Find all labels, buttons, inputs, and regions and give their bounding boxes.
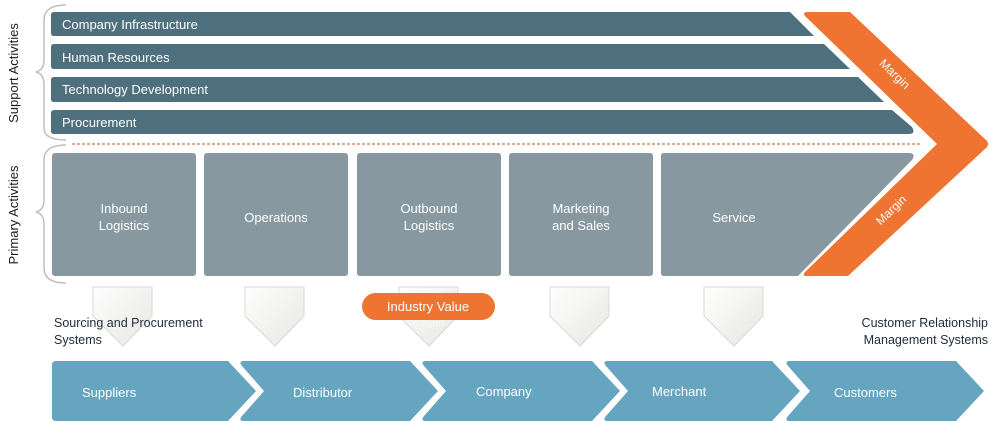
chain-stage-merchant: Merchant [604,361,800,421]
primary-box-service: Service [661,153,914,276]
primary-box-outbound-logistics: Outbound Logistics [357,153,501,276]
chain-stage-label: Customers [834,385,897,400]
support-bar-company-infrastructure: Company Infrastructure [51,12,814,36]
support-activities-label: Support Activities [6,23,21,123]
chain-stage-customers: Customers [786,361,984,421]
chain-stage-label: Suppliers [82,385,137,400]
chain-stage-suppliers: Suppliers [52,361,256,421]
badge-label-line1: Industry Value [387,299,469,314]
support-activities: Company Infrastructure Human Resources T… [51,12,914,134]
primary-box-marketing-and-sales: Marketing and Sales [509,153,653,276]
sourcing-systems-label-line2: Systems [54,333,102,347]
chain-stage-distributor: Distributor [240,361,438,421]
chain-stage-label: Merchant [652,384,707,399]
support-bar-label: Human Resources [62,50,170,65]
crm-systems-label-line1: Customer Relationship [862,316,988,330]
primary-box-label: Outbound [400,201,457,216]
support-bar-technology-development: Technology Development [51,77,884,102]
connector-arrow [92,286,153,347]
primary-box-label: Logistics [404,218,455,233]
primary-box-label: Logistics [99,218,150,233]
connector-arrow [549,286,610,347]
primary-box-label: Service [712,210,755,225]
primary-bracket [35,144,67,284]
primary-box-label: Operations [244,210,308,225]
primary-box-inbound-logistics: Inbound Logistics [52,153,196,276]
primary-activities: Inbound Logistics Operations Outbound Lo… [52,153,914,276]
connector-arrow [244,286,305,347]
industry-value-chain-badge: Chain Industry Value [362,293,495,330]
primary-activities-label: Primary Activities [6,165,21,264]
primary-box-operations: Operations [204,153,348,276]
support-bar-label: Technology Development [62,82,208,97]
sourcing-systems-label-line1: Sourcing and Procurement [54,316,203,330]
support-bar-label: Procurement [62,115,137,130]
primary-box-label: and Sales [552,218,610,233]
primary-box-label: Marketing [552,201,609,216]
industry-chain-stages: Suppliers Distributor Company Merchant C… [52,361,984,421]
support-bracket [35,4,67,141]
chain-stage-label: Company [476,384,532,399]
support-bar-human-resources: Human Resources [51,44,850,69]
chain-stage-company: Company [422,361,620,421]
crm-systems-label-line2: Management Systems [864,333,988,347]
support-bar-label: Company Infrastructure [62,17,198,32]
chain-stage-label: Distributor [293,385,353,400]
primary-box-label: Inbound [101,201,148,216]
support-bar-procurement: Procurement [51,110,914,134]
connector-arrow [703,286,764,347]
